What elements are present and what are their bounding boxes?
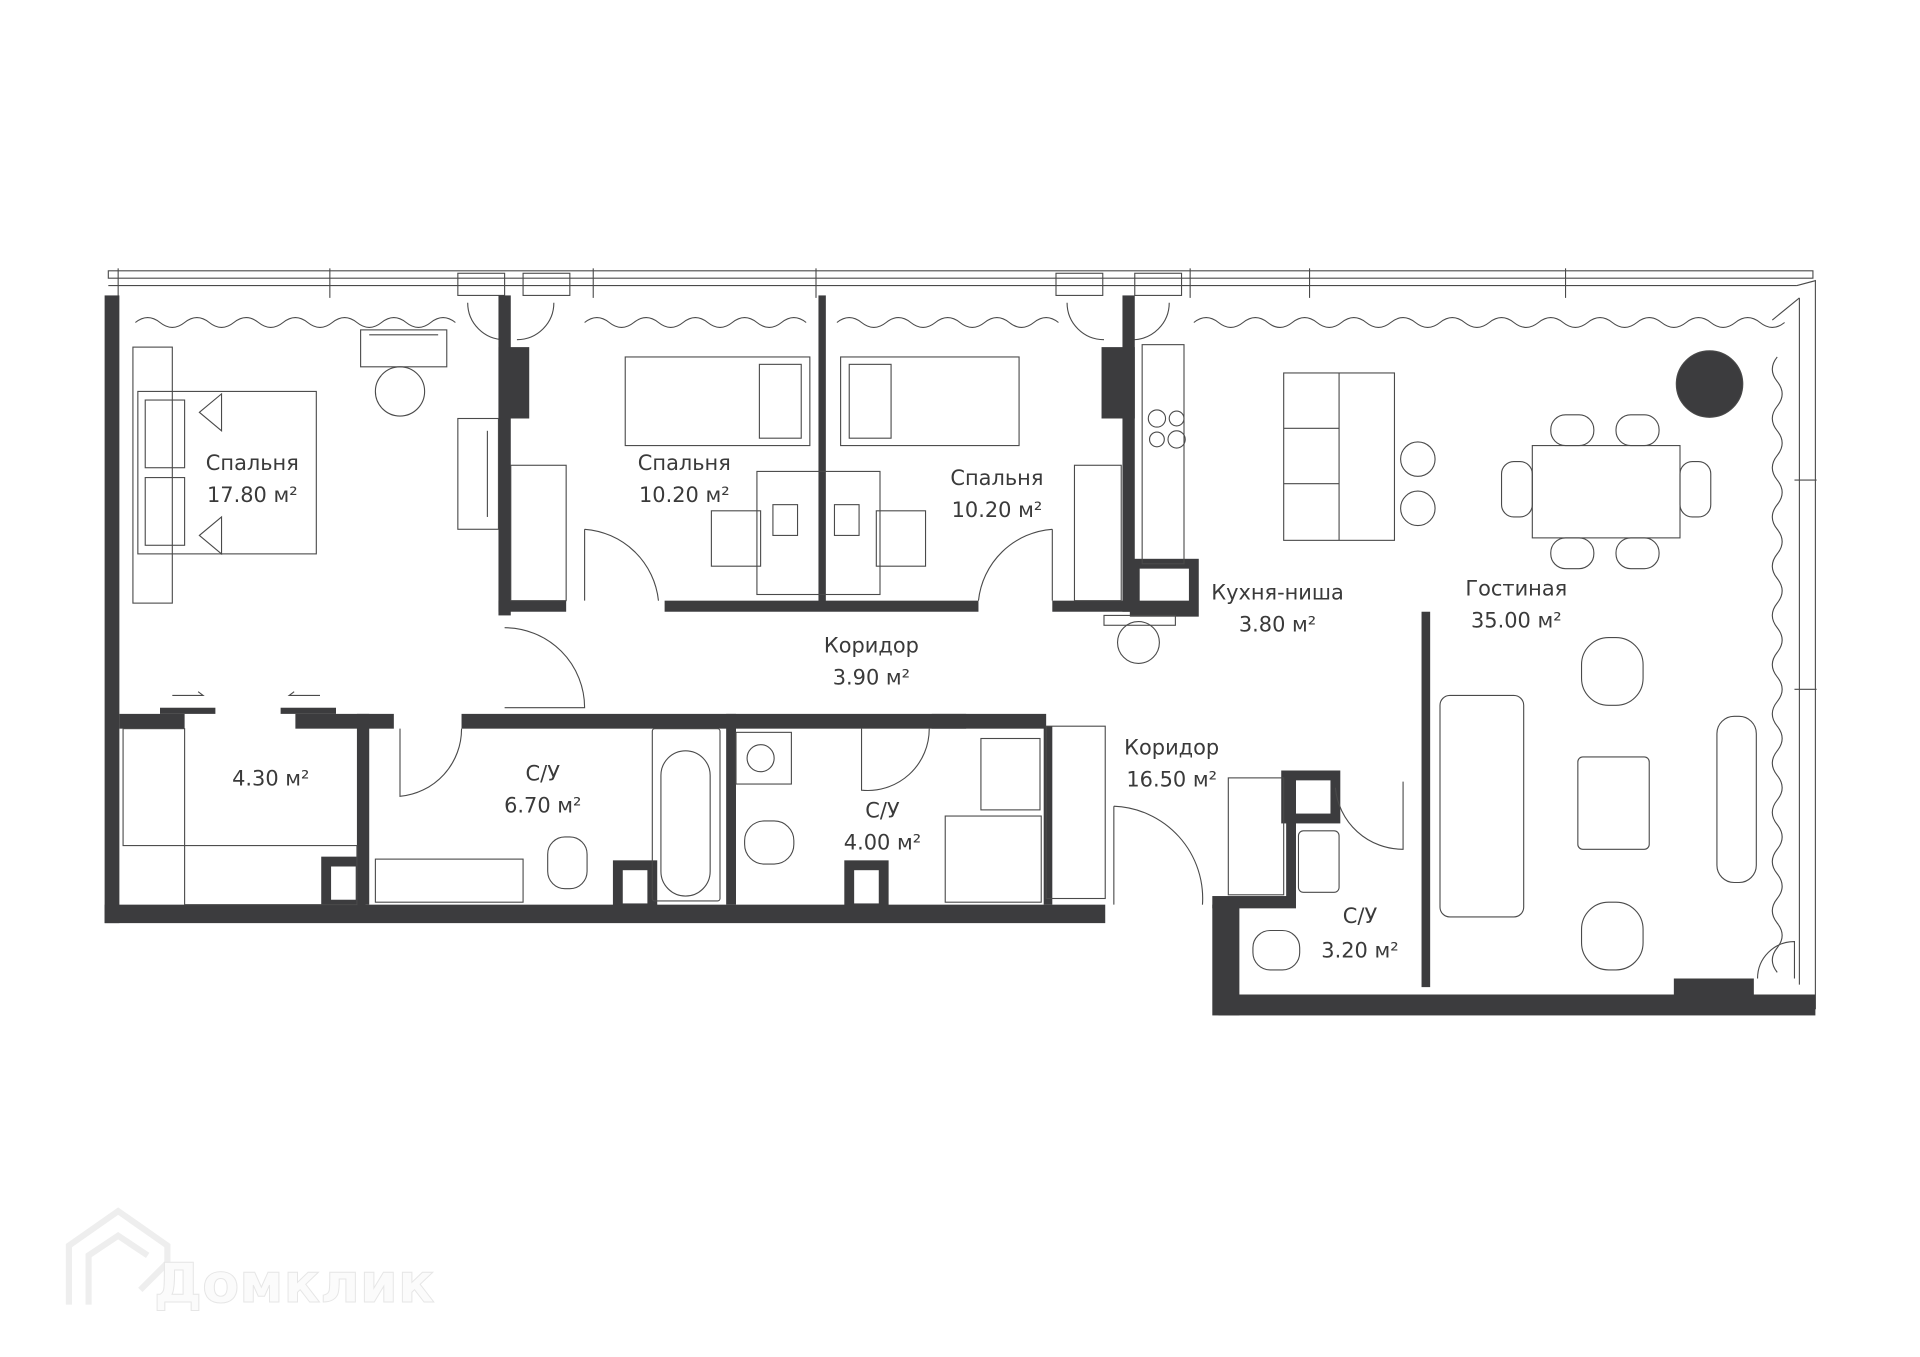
room-area-bath-2: 4.00 м²	[844, 830, 921, 854]
domclick-watermark: Домклик	[65, 1207, 435, 1316]
furniture	[122, 329, 1757, 971]
room-name-living: Гостиная	[1465, 577, 1567, 601]
room-area-bedroom-2: 10.20 м²	[639, 483, 730, 507]
room-area-bedroom-3: 10.20 м²	[952, 498, 1043, 522]
room-name-corridor-1: Коридор	[824, 633, 919, 657]
room-name-bath-2: С/У	[865, 798, 900, 822]
window-glazing	[107, 268, 1817, 1010]
room-area-corridor-1: 3.90 м²	[833, 665, 910, 689]
room-area-kitchen: 3.80 м²	[1239, 612, 1316, 636]
doors	[172, 528, 1796, 979]
room-name-bath-3: С/У	[1343, 904, 1378, 928]
room-name-bath-1: С/У	[526, 761, 561, 785]
room-name-corridor-2: Коридор	[1124, 735, 1219, 759]
room-area-bath-3: 3.20 м²	[1321, 939, 1398, 963]
house-logo-icon	[65, 1207, 171, 1305]
room-area-corridor-2: 16.50 м²	[1126, 767, 1217, 791]
room-area-wardrobe: 4.30 м²	[232, 766, 309, 790]
room-name-bedroom-1: Спальня	[206, 451, 299, 475]
room-name-bedroom-3: Спальня	[950, 466, 1043, 490]
room-name-bedroom-2: Спальня	[638, 451, 731, 475]
room-area-bath-1: 6.70 м²	[504, 793, 581, 817]
walls	[104, 295, 1816, 1016]
room-name-kitchen: Кухня-ниша	[1211, 580, 1344, 604]
room-area-bedroom-1: 17.80 м²	[207, 483, 298, 507]
watermark-text: Домклик	[154, 1252, 435, 1315]
room-area-living: 35.00 м²	[1471, 609, 1562, 633]
room-labels: Спальня 17.80 м² Спальня 10.20 м² Спальн…	[206, 451, 1567, 962]
curtains	[135, 317, 1785, 973]
